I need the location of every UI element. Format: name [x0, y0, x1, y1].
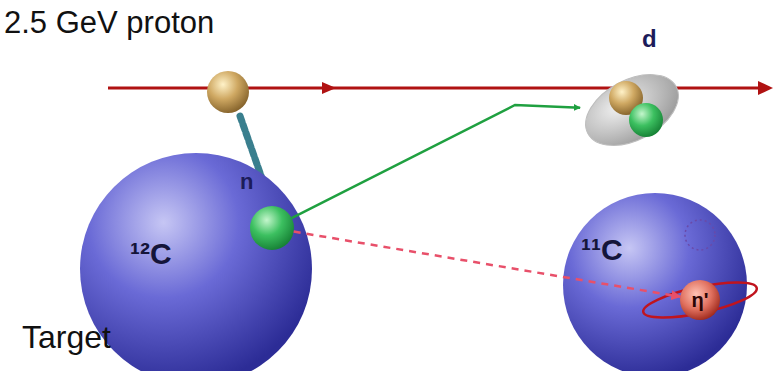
deuteron: d — [580, 70, 684, 150]
node-shape — [250, 206, 294, 250]
node-shape — [80, 153, 312, 371]
node-label: ¹¹C — [581, 233, 623, 266]
node-shape — [563, 193, 747, 371]
beam-arrowhead — [758, 81, 773, 95]
node-shape — [580, 70, 684, 150]
figure-label: 2.5 GeV proton — [4, 6, 214, 40]
proton-ball — [207, 71, 249, 113]
figure-label: Target — [22, 320, 111, 355]
node-label: η' — [692, 289, 709, 311]
residual-nucleus: ¹¹C η' — [563, 193, 747, 371]
node-label: n — [240, 170, 253, 194]
beam-arrowhead — [322, 82, 336, 94]
target-nucleus: ¹²C n — [80, 153, 312, 371]
node-label: d — [642, 26, 657, 52]
neutron-ball: n — [250, 206, 294, 250]
eta-prime-meson: η' — [680, 280, 720, 320]
node-label: ¹²C — [130, 237, 172, 270]
deuteron-path — [292, 105, 580, 218]
